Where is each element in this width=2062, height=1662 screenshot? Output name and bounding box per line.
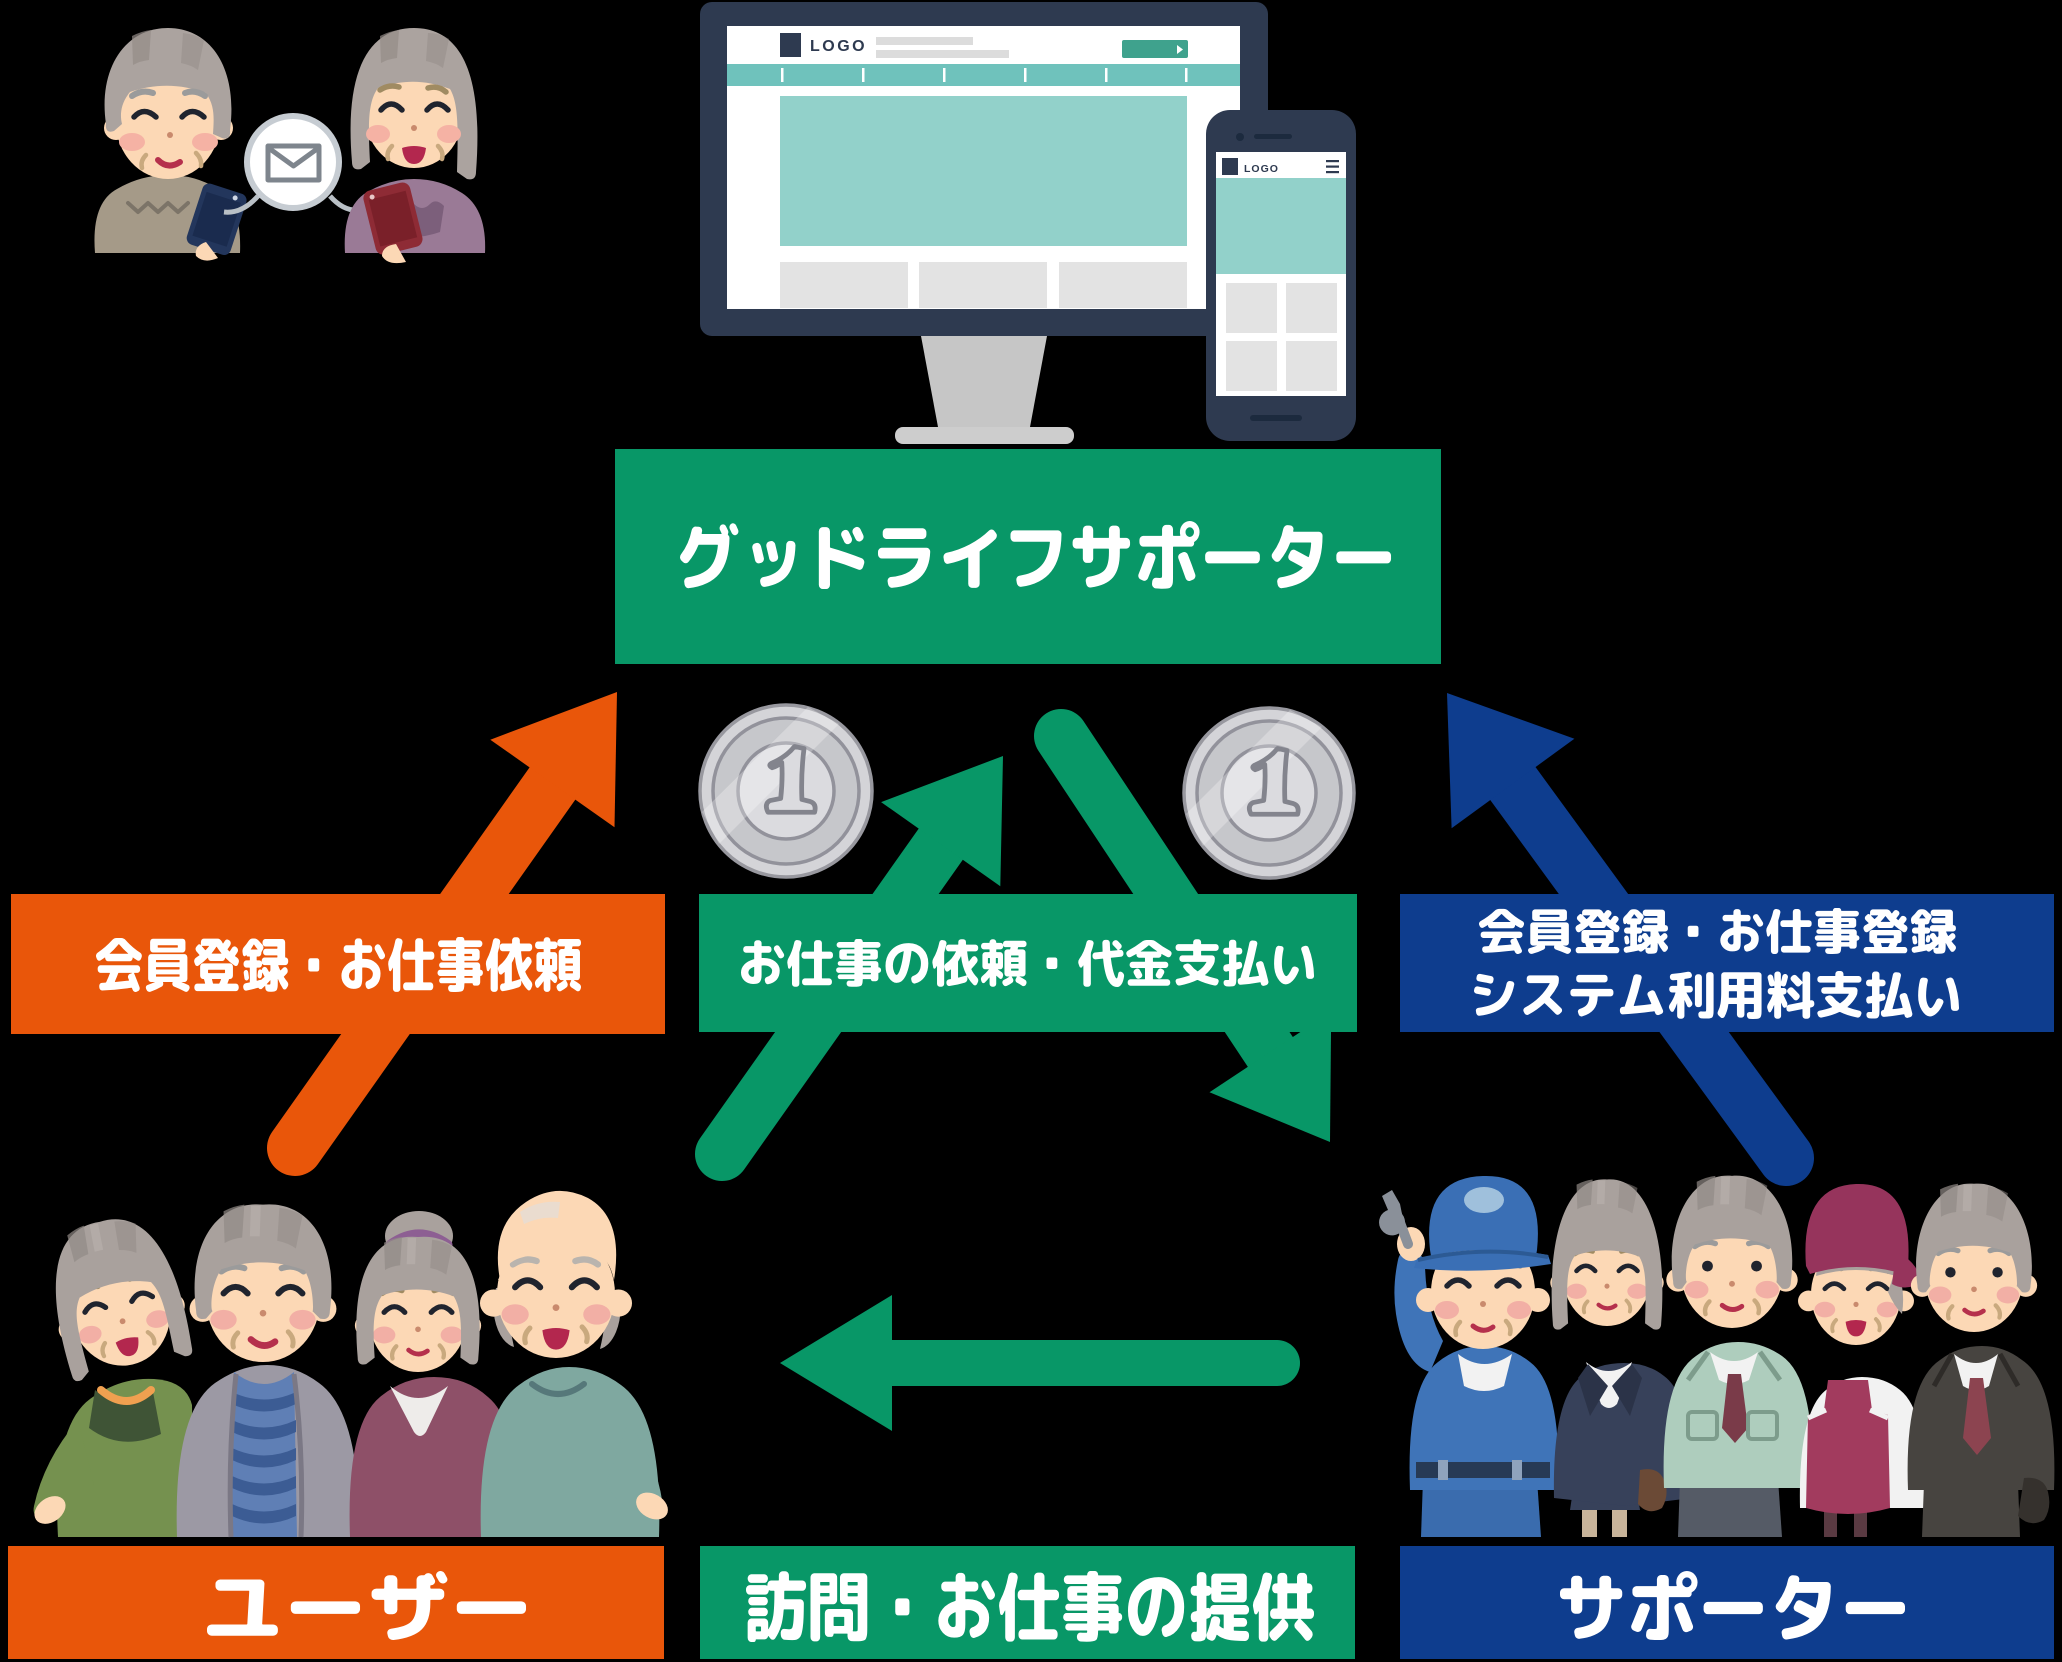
svg-text:LOGO: LOGO <box>1244 163 1279 175</box>
svg-text:LOGO: LOGO <box>810 38 867 55</box>
